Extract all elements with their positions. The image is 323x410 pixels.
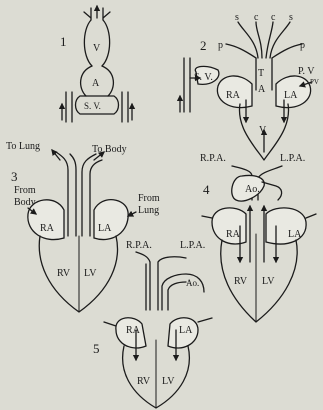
diagram3-label-lv: LV bbox=[84, 268, 97, 279]
diagram2-label-pv: P. V bbox=[298, 66, 315, 77]
diagram2-label-v: V bbox=[259, 125, 267, 136]
diagram-1: 1 V A S. V. bbox=[60, 6, 132, 122]
diagram4-label-ao: Ao. bbox=[245, 184, 260, 195]
figure-number-4: 4 bbox=[203, 182, 210, 197]
diagram3-ventricles bbox=[39, 236, 117, 312]
diagram3-label-rv: RV bbox=[57, 268, 71, 279]
diagram4-label-ra: RA bbox=[226, 229, 241, 240]
diagram3-label-to-body: To Body bbox=[92, 144, 127, 155]
diagram5-label-lpa: L.P.A. bbox=[180, 240, 205, 251]
diagram5-label-rpa: R.P.A. bbox=[126, 240, 152, 251]
diagram-4: 4 R.P.A. L.P.A. Ao. RA LA RV LV bbox=[200, 153, 316, 322]
diagram2-label-pv-small: PV bbox=[310, 78, 319, 86]
diagram2-label-c-left: c bbox=[254, 12, 259, 23]
diagram4-label-la: LA bbox=[288, 229, 302, 240]
diagram5-pulmonary-artery bbox=[136, 252, 186, 310]
diagram5-label-la: LA bbox=[179, 325, 193, 336]
diagram2-label-sv: S. V. bbox=[194, 72, 213, 83]
diagram5-label-lv: LV bbox=[162, 376, 175, 387]
diagram4-aorta-descending bbox=[262, 182, 282, 200]
figure-number-5: 5 bbox=[93, 341, 100, 356]
diagram2-label-c-right: c bbox=[271, 12, 276, 23]
diagram2-label-s-left: s bbox=[235, 12, 239, 23]
diagram3-label-lung: Lung bbox=[138, 205, 159, 216]
figure-number-3: 3 bbox=[11, 169, 18, 184]
diagram2-label-t: T bbox=[258, 68, 264, 79]
diagram2-arterial-arches bbox=[238, 22, 290, 58]
diagram2-label-p-left: p bbox=[218, 40, 223, 51]
diagram1-label-sv: S. V. bbox=[84, 101, 101, 111]
diagram2-label-p-right: p bbox=[300, 40, 305, 51]
diagram1-label-a: A bbox=[92, 78, 100, 89]
diagram2-label-ra: RA bbox=[226, 90, 241, 101]
figure-number-1: 1 bbox=[60, 34, 67, 49]
diagram2-label-s-right: s bbox=[289, 12, 293, 23]
diagram3-label-to-lung: To Lung bbox=[6, 141, 40, 152]
diagram1-label-v: V bbox=[93, 43, 101, 54]
diagram-2: 2 s c c s p p T A S. V. P. V PV RA LA V bbox=[180, 12, 319, 160]
diagram3-from-lung-arrow bbox=[128, 212, 136, 216]
diagram2-vena-cava bbox=[184, 58, 190, 112]
diagram3-label-from-2: From bbox=[138, 193, 160, 204]
diagram4-label-lv: LV bbox=[262, 276, 275, 287]
diagram2-label-a: A bbox=[258, 84, 266, 95]
diagram4-label-rpa: R.P.A. bbox=[200, 153, 226, 164]
diagram4-ventricles bbox=[221, 240, 297, 322]
diagram-5: 5 R.P.A. L.P.A. Ao. RA LA RV LV bbox=[93, 240, 212, 408]
diagram-3: 3 To Lung To Body From Body From Lung RA… bbox=[6, 141, 160, 312]
diagram5-label-ao: Ao. bbox=[186, 278, 199, 288]
figure-number-2: 2 bbox=[200, 38, 207, 53]
diagram3-label-la: LA bbox=[98, 223, 112, 234]
diagram5-label-ra: RA bbox=[126, 325, 141, 336]
diagram3-label-from: From bbox=[14, 185, 36, 196]
diagram2-label-la: LA bbox=[284, 90, 298, 101]
diagram3-label-ra: RA bbox=[40, 223, 55, 234]
diagram5-label-rv: RV bbox=[137, 376, 151, 387]
diagram2-pulmonary-arches bbox=[226, 44, 302, 58]
diagram4-label-lpa: L.P.A. bbox=[280, 153, 305, 164]
diagram4-label-rv: RV bbox=[234, 276, 248, 287]
